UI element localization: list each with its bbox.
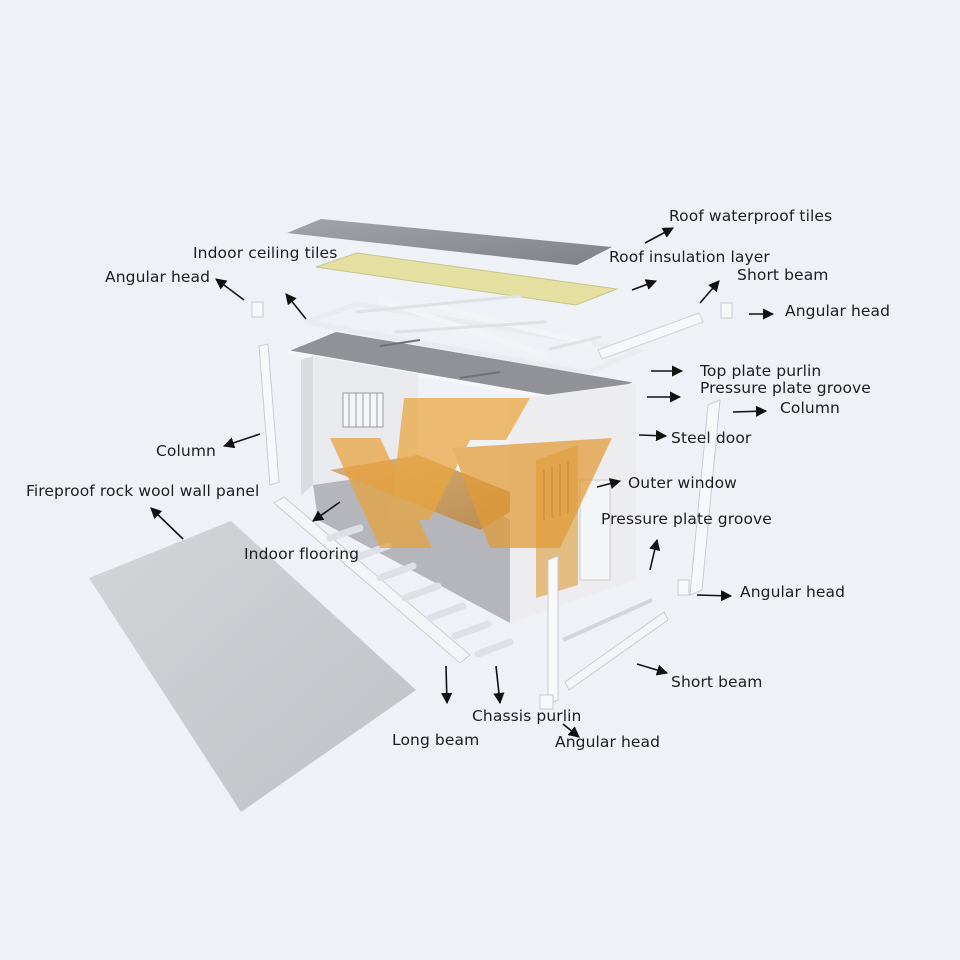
label-indoor-ceiling-tiles: Indoor ceiling tiles xyxy=(193,244,338,262)
label-fireproof-wall-panel: Fireproof rock wool wall panel xyxy=(26,482,260,500)
angular-head-top-right-part xyxy=(720,302,733,319)
chassis-purlins xyxy=(326,524,514,658)
label-short-beam-lower: Short beam xyxy=(671,673,763,691)
label-long-beam: Long beam xyxy=(392,731,480,749)
label-outer-window: Outer window xyxy=(628,474,737,492)
label-column-left: Column xyxy=(156,442,216,460)
roof-insulation-layer xyxy=(315,252,619,306)
label-column-right: Column xyxy=(780,399,840,417)
short-beam-top xyxy=(597,312,704,360)
watermark-logo xyxy=(330,398,612,548)
label-top-plate-purlin: Top plate purlin xyxy=(700,362,822,380)
door-frame xyxy=(579,479,611,581)
label-indoor-flooring: Indoor flooring xyxy=(244,545,360,563)
ceiling-plate xyxy=(287,332,636,404)
label-angular-head-bottom: Angular head xyxy=(555,733,661,751)
short-beam-lower xyxy=(564,611,669,691)
column-right-part xyxy=(689,399,721,596)
top-frame xyxy=(303,294,647,376)
label-angular-head-lower-right: Angular head xyxy=(740,583,846,601)
angular-head-bottom-part xyxy=(539,694,554,710)
angular-head-lower-right-part xyxy=(677,579,690,596)
interior-window xyxy=(342,392,384,428)
label-short-beam-top: Short beam xyxy=(737,266,829,284)
label-chassis-purlin: Chassis purlin xyxy=(472,707,582,725)
column-left-part xyxy=(258,343,280,486)
label-pressure-plate-groove-top: Pressure plate groove xyxy=(700,379,871,397)
leader-arrows xyxy=(150,227,775,738)
roof-waterproof-tile xyxy=(287,219,612,265)
fireproof-wall-panel xyxy=(89,521,416,812)
front-column xyxy=(547,555,559,705)
label-steel-door: Steel door xyxy=(671,429,752,447)
chassis-long-beam xyxy=(273,496,471,664)
label-roof-waterproof-tiles: Roof waterproof tiles xyxy=(669,207,833,225)
label-pressure-plate-groove-lower: Pressure plate groove xyxy=(601,510,772,528)
label-angular-head-top-right: Angular head xyxy=(785,302,891,320)
label-roof-insulation-layer: Roof insulation layer xyxy=(609,248,770,266)
label-angular-head-top-left: Angular head xyxy=(105,268,211,286)
back-wall xyxy=(301,356,313,495)
angular-head-top-left-part xyxy=(251,301,264,318)
